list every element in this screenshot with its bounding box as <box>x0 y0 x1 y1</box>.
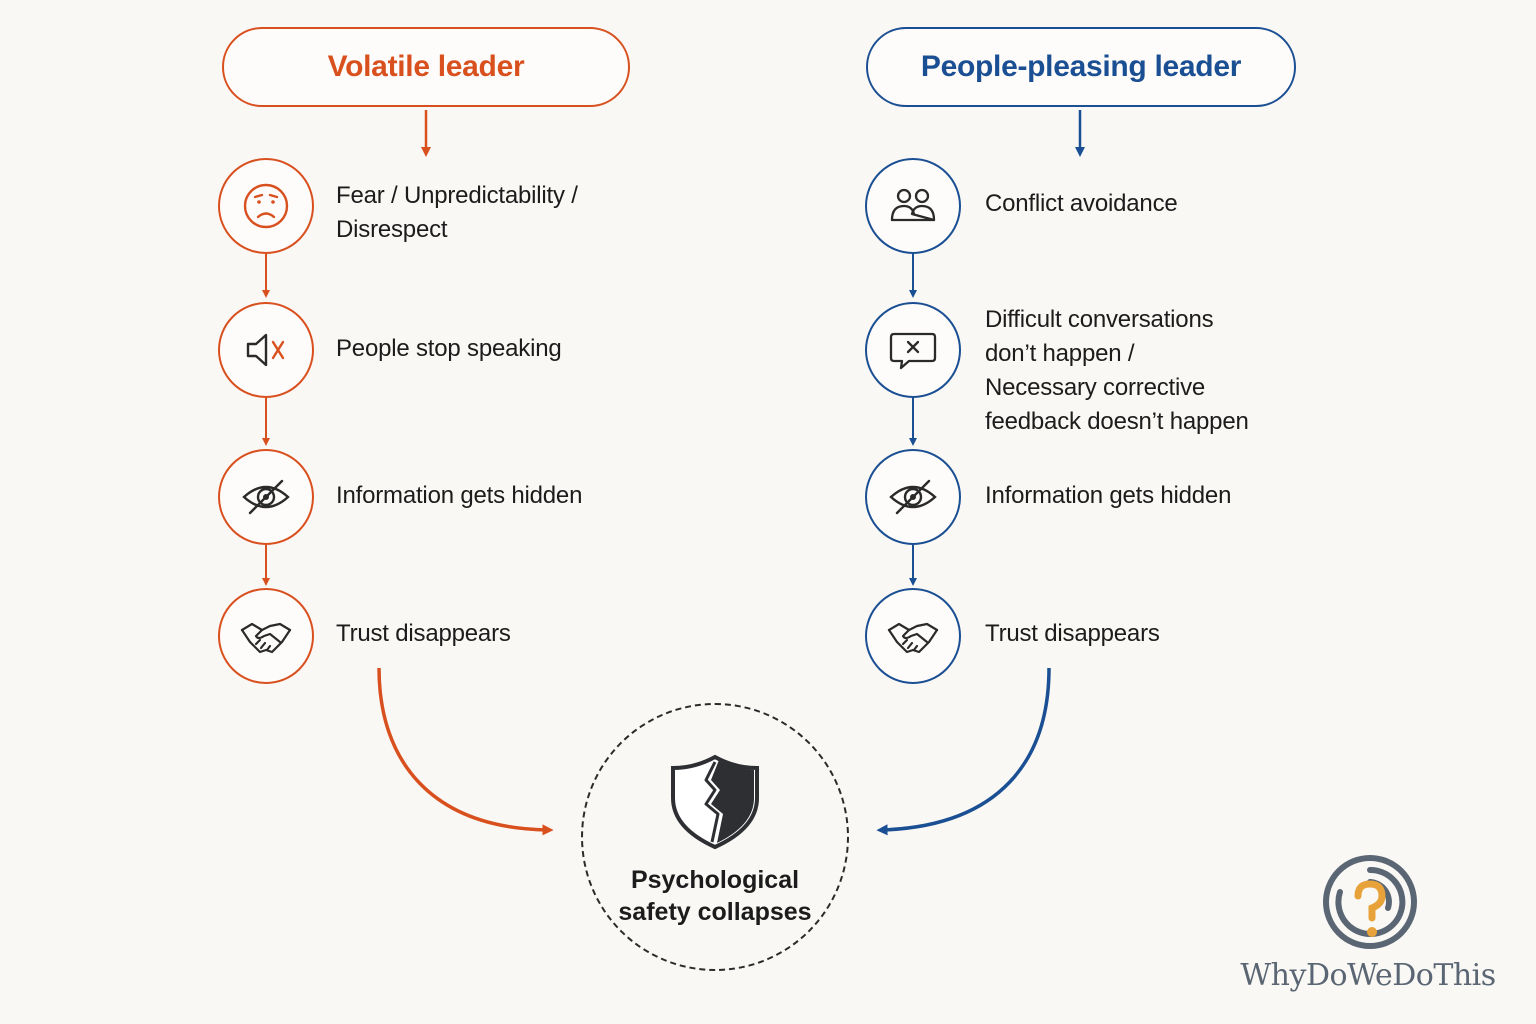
volatile-leader-header: Volatile leader <box>222 27 630 107</box>
eye-slash-icon <box>242 479 290 515</box>
broken-shield-icon <box>671 754 759 850</box>
speech-bubble-x-icon <box>889 332 937 370</box>
two-people-icon <box>890 188 936 222</box>
step-label-fear: Fear / Unpredictability / Disrespect <box>336 182 578 243</box>
step-label-trust-left: Trust disappears <box>336 620 511 647</box>
brand-name: WhyDoWeDoThis <box>1240 958 1496 993</box>
speech-bubble-x-icon-node <box>865 302 961 398</box>
outcome-circle <box>581 703 849 971</box>
step-label-trust-right: Trust disappears <box>985 620 1160 647</box>
arrow-to-outcome-right <box>876 667 1051 836</box>
sad-face-icon-node <box>218 158 314 254</box>
step-label-stop-speaking: People stop speaking <box>336 335 562 362</box>
outcome-label: Psychological safety collapses <box>618 866 812 926</box>
two-people-icon-node <box>865 158 961 254</box>
eye-slash-icon <box>889 479 937 515</box>
handshake-icon <box>240 622 292 654</box>
handshake-icon <box>887 622 939 654</box>
muted-speaker-icon-node <box>218 302 314 398</box>
handshake-icon-node-right <box>865 588 961 684</box>
muted-speaker-icon <box>246 333 285 367</box>
step-label-info-hidden-right: Information gets hidden <box>985 482 1232 509</box>
step-label-difficult-conversations: Difficult conversations don’t happen / N… <box>985 306 1249 435</box>
sad-face-icon <box>243 183 289 229</box>
maze-question-icon <box>1323 855 1417 949</box>
eye-slash-icon-node-left <box>218 449 314 545</box>
step-label-conflict-avoidance: Conflict avoidance <box>985 190 1178 217</box>
handshake-icon-node-left <box>218 588 314 684</box>
step-label-info-hidden-left: Information gets hidden <box>336 482 583 509</box>
arrow-to-outcome-left <box>377 667 554 836</box>
eye-slash-icon-node-right <box>865 449 961 545</box>
people-pleasing-leader-header: People-pleasing leader <box>866 27 1296 107</box>
